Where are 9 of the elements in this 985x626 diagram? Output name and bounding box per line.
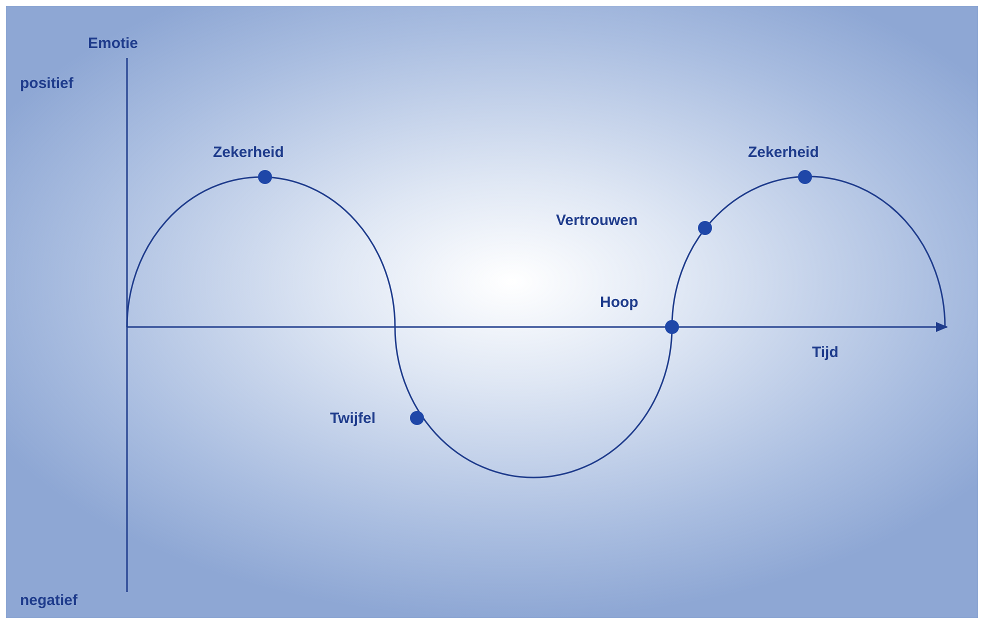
axis-label: Zekerheid — [213, 145, 284, 160]
axis-label: positief — [20, 76, 74, 91]
axis-label: Vertrouwen — [556, 213, 638, 228]
axis-label: Twijfel — [330, 411, 376, 426]
axis-label: Hoop — [600, 295, 638, 310]
axis-label: Tijd — [812, 345, 838, 360]
axis-label: Emotie — [88, 36, 138, 51]
axis-label: negatief — [20, 593, 78, 608]
axis-label: Zekerheid — [748, 145, 819, 160]
